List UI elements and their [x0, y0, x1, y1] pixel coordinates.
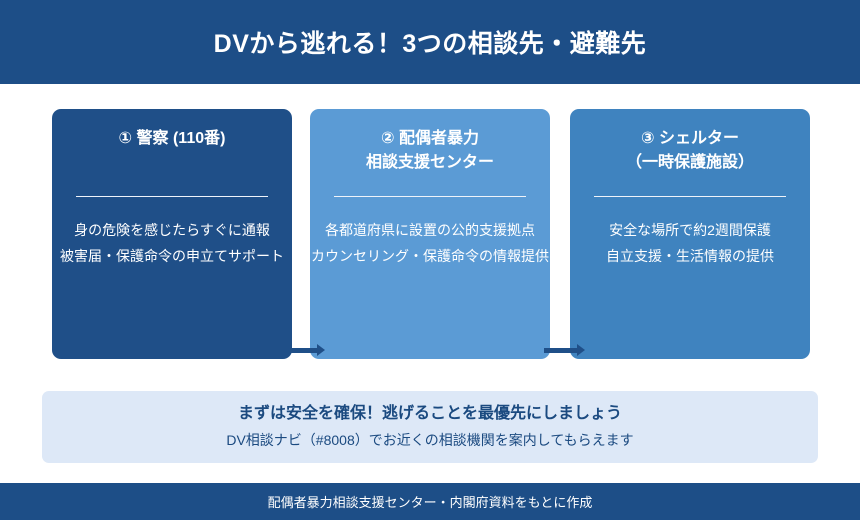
card-police: ① 警察 (110番) 身の危険を感じたらすぐに通報 被害届・保護命令の申立てサ…: [52, 109, 292, 359]
card-title-line: ③ シェルター: [641, 130, 739, 147]
page-title: DVから逃れる！3つの相談先・避難先: [213, 30, 647, 58]
arrow-head-icon: [317, 344, 325, 356]
card-body-line: 自立支援・生活情報の提供: [606, 248, 774, 264]
arrow-connector-icon: [544, 344, 585, 356]
cards-row: ① 警察 (110番) 身の危険を感じたらすぐに通報 被害届・保護命令の申立てサ…: [0, 109, 860, 359]
footer-source-text: 配偶者暴力相談支援センター・内閣府資料をもとに作成: [267, 495, 593, 510]
card-title-line: 相談支援センター: [365, 154, 494, 171]
notice-main-text: まずは安全を確保！逃げることを最優先にしましょう: [237, 405, 622, 422]
notice-sub-text: DV相談ナビ（#8008）でお近くの相談機関を案内してもらえます: [226, 432, 634, 448]
card-body: 身の危険を感じたらすぐに通報 被害届・保護命令の申立てサポート: [22, 217, 322, 269]
card-body: 各都道府県に設置の公的支援拠点 カウンセリング・保護命令の情報提供: [280, 217, 580, 269]
safety-notice-banner: まずは安全を確保！逃げることを最優先にしましょう DV相談ナビ（#8008）でお…: [42, 391, 818, 463]
card-title-line: ① 警察 (110番): [118, 130, 226, 147]
arrow-head-icon: [577, 344, 585, 356]
card-title-line: （一時保護施設）: [625, 154, 754, 171]
card-divider: [76, 196, 268, 197]
arrow-connector-icon: [284, 344, 325, 356]
card-body-line: 安全な場所で約2週間保護: [609, 222, 771, 238]
card-body: 安全な場所で約2週間保護 自立支援・生活情報の提供: [540, 217, 840, 269]
card-title-line: ② 配偶者暴力: [381, 130, 479, 147]
card-body-line: カウンセリング・保護命令の情報提供: [311, 248, 549, 264]
card-spousal-violence-center: ② 配偶者暴力 相談支援センター 各都道府県に設置の公的支援拠点 カウンセリング…: [310, 109, 550, 359]
card-body-line: 身の危険を感じたらすぐに通報: [74, 222, 270, 238]
header-bar: DVから逃れる！3つの相談先・避難先: [0, 0, 860, 84]
card-body-line: 各都道府県に設置の公的支援拠点: [325, 222, 535, 238]
card-shelter: ③ シェルター （一時保護施設） 安全な場所で約2週間保護 自立支援・生活情報の…: [570, 109, 810, 359]
card-divider: [594, 196, 786, 197]
footer-bar: 配偶者暴力相談支援センター・内閣府資料をもとに作成: [0, 483, 860, 520]
card-divider: [334, 196, 526, 197]
card-body-line: 被害届・保護命令の申立てサポート: [60, 248, 284, 264]
